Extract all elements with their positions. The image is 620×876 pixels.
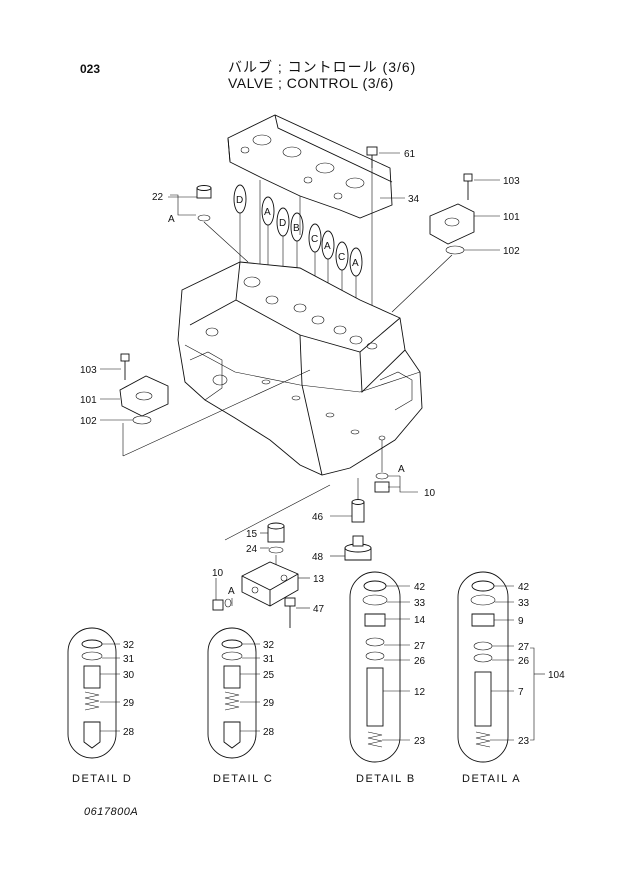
callout: 25 bbox=[263, 670, 275, 681]
bolt-61 bbox=[366, 146, 378, 168]
callout: 101 bbox=[80, 395, 97, 406]
callout: A bbox=[228, 586, 235, 597]
callout: 33 bbox=[518, 598, 530, 609]
spool-tag: D bbox=[279, 218, 286, 229]
title-japanese: バルブ ; コントロール (3/6) bbox=[228, 59, 417, 75]
callout: 28 bbox=[263, 727, 275, 738]
callout: 34 bbox=[408, 194, 420, 205]
callout: 23 bbox=[518, 736, 530, 747]
spool-tag: C bbox=[311, 234, 318, 245]
detail-b-label: DETAIL B bbox=[356, 773, 416, 785]
callout: 7 bbox=[518, 687, 524, 698]
callout: 102 bbox=[80, 416, 97, 427]
callout: 26 bbox=[518, 656, 530, 667]
callout: 47 bbox=[313, 604, 325, 615]
callout: 29 bbox=[123, 698, 135, 709]
detail-a-assembly bbox=[457, 571, 535, 763]
callout: 9 bbox=[518, 616, 524, 627]
callout: 27 bbox=[414, 641, 426, 652]
block-13 bbox=[212, 561, 299, 628]
callout: 26 bbox=[414, 656, 426, 667]
detail-c-assembly bbox=[207, 627, 257, 759]
callout: 10 bbox=[212, 568, 224, 579]
callout: 32 bbox=[263, 640, 275, 651]
detail-d-assembly bbox=[67, 627, 117, 759]
callout: 13 bbox=[313, 574, 325, 585]
callout: 29 bbox=[263, 698, 275, 709]
callout: A bbox=[398, 464, 405, 475]
part-46-48 bbox=[224, 478, 372, 561]
right-cover-101 bbox=[391, 173, 475, 313]
detail-a-label: DETAIL A bbox=[462, 773, 522, 785]
spool-tag: A bbox=[264, 207, 271, 218]
callout-labels: 61 34 22 A 103 101 102 103 101 102 A 10 … bbox=[80, 149, 565, 747]
drawing-number: 0617800A bbox=[84, 806, 139, 818]
callout: 104 bbox=[548, 670, 565, 681]
detail-b-assembly bbox=[349, 571, 401, 763]
valve-body bbox=[177, 261, 423, 476]
callout: 48 bbox=[312, 552, 324, 563]
callout: 103 bbox=[80, 365, 97, 376]
callout: 31 bbox=[123, 654, 135, 665]
detail-c-label: DETAIL C bbox=[213, 773, 274, 785]
callout: 61 bbox=[404, 149, 416, 160]
callout: A bbox=[168, 214, 175, 225]
callout: 46 bbox=[312, 512, 324, 523]
spool-tag: A bbox=[324, 241, 331, 252]
callout: 28 bbox=[123, 727, 135, 738]
detail-d-label: DETAIL D bbox=[72, 773, 133, 785]
callout: 24 bbox=[246, 544, 258, 555]
callout: 23 bbox=[414, 736, 426, 747]
callout: 103 bbox=[503, 176, 520, 187]
cover-plate bbox=[227, 114, 393, 219]
left-cover-101 bbox=[119, 353, 311, 457]
page-number: 023 bbox=[80, 62, 101, 76]
callout: 14 bbox=[414, 615, 426, 626]
callout: 42 bbox=[518, 582, 530, 593]
callout: 30 bbox=[123, 670, 135, 681]
callout: 42 bbox=[414, 582, 426, 593]
callout: 31 bbox=[263, 654, 275, 665]
callout: 27 bbox=[518, 642, 530, 653]
spool-tag: B bbox=[293, 223, 300, 234]
spool-tag: D bbox=[236, 195, 243, 206]
callout: 102 bbox=[503, 246, 520, 257]
spool-tag: A bbox=[352, 258, 359, 269]
spool-tag: C bbox=[338, 252, 345, 263]
callout: 22 bbox=[152, 192, 164, 203]
plug-22 bbox=[196, 185, 249, 263]
part-15-24 bbox=[267, 522, 285, 572]
callout: 32 bbox=[123, 640, 135, 651]
leader-lines bbox=[100, 152, 545, 741]
callout: 10 bbox=[424, 488, 436, 499]
spool-tags: D A D B C A C A bbox=[233, 184, 363, 277]
callout: 15 bbox=[246, 529, 258, 540]
callout: 101 bbox=[503, 212, 520, 223]
callout: 12 bbox=[414, 687, 426, 698]
title-english: VALVE ; CONTROL (3/6) bbox=[228, 75, 394, 91]
callout: 33 bbox=[414, 598, 426, 609]
